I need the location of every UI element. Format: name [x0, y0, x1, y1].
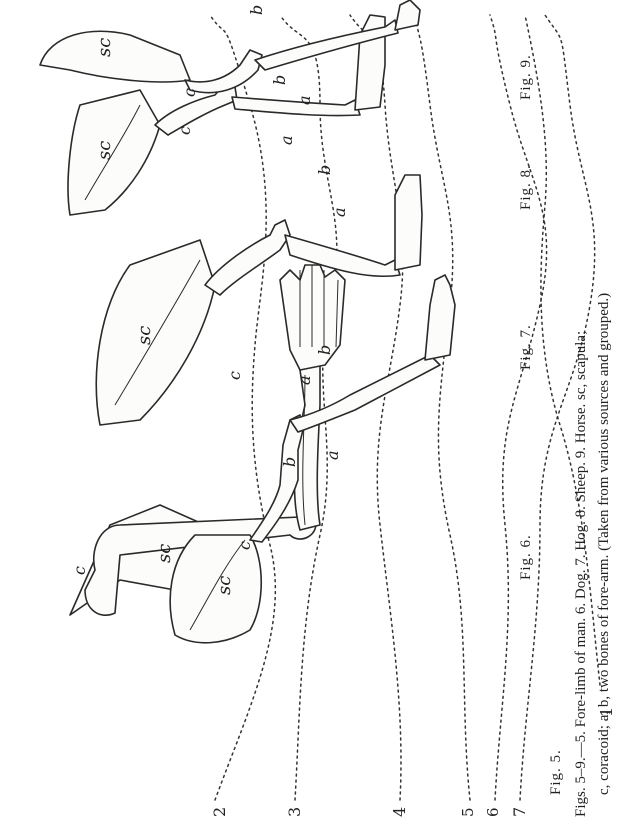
humerus-horse	[185, 50, 262, 93]
line-number-3: 3	[285, 807, 304, 817]
caption-line-1: Figs. 5–9.—5. Fore-limb of man. 6. Dog. …	[573, 331, 589, 817]
line-number-6: 6	[484, 807, 502, 817]
bone-a-label-sheep: a	[295, 95, 314, 105]
humerus-hog	[205, 220, 290, 295]
hoof-horse	[395, 0, 420, 30]
dotted-line-2	[210, 15, 275, 800]
bone-b-label-horse: b	[247, 5, 266, 15]
coracoid-label-hog: c	[225, 371, 244, 380]
bone-a-label-dog: a	[295, 375, 314, 385]
forearm-hog	[285, 235, 400, 276]
dotted-line-6	[490, 15, 547, 800]
bone-a-label-human: a	[323, 450, 342, 460]
caption: Figs. 5–9.—5. Fore-limb of man. 6. Dog. …	[573, 293, 612, 817]
line-number-7: 7	[510, 807, 529, 817]
line-number-2: 2	[210, 807, 229, 817]
scapula-label-sheep: sc	[94, 141, 115, 160]
figure-label-8: Fig. 8.	[518, 164, 534, 210]
figure-label-7: Fig. 7.	[518, 324, 534, 370]
bone-a-label-hog: a	[330, 207, 349, 217]
line-number-5: 5	[459, 807, 477, 817]
scapula-label-dog: sc	[214, 576, 235, 595]
bone-b-label-hog: b	[315, 165, 334, 175]
bone-b-label-human: b	[280, 457, 299, 467]
line-number-4: 4	[390, 807, 409, 817]
figure-label-6: Fig. 6.	[518, 534, 534, 580]
scapula-label-human: sc	[154, 544, 175, 563]
figure-label-5: Fig. 5.	[548, 749, 564, 795]
bone-b-label-dog: b	[315, 345, 334, 355]
scapula-horse	[40, 31, 190, 82]
figure-labels: Fig. 5. Fig. 6. Fig. 7. Fig. 8. Fig. 9.	[518, 54, 564, 795]
coracoid-label-horse: c	[180, 88, 199, 97]
correspondence-lines	[210, 15, 600, 800]
coracoid-label-sheep: c	[175, 126, 194, 135]
scapula-label-hog: sc	[134, 326, 155, 345]
coracoid-label-human: c	[70, 566, 89, 575]
coracoid-label-dog: c	[235, 541, 254, 550]
scapula-label-horse: sc	[94, 38, 115, 57]
paw-dog	[425, 275, 455, 360]
bone-a-label-horse: a	[277, 135, 296, 145]
foot-hog	[395, 175, 422, 270]
scapula-hog	[96, 240, 215, 425]
caption-line-2: c, coracoid; a, b, two bones of fore-arm…	[596, 293, 612, 795]
bone-b-label-sheep: b	[270, 75, 289, 85]
figure-label-9: Fig. 9.	[518, 54, 534, 100]
dotted-line-5	[415, 15, 470, 800]
